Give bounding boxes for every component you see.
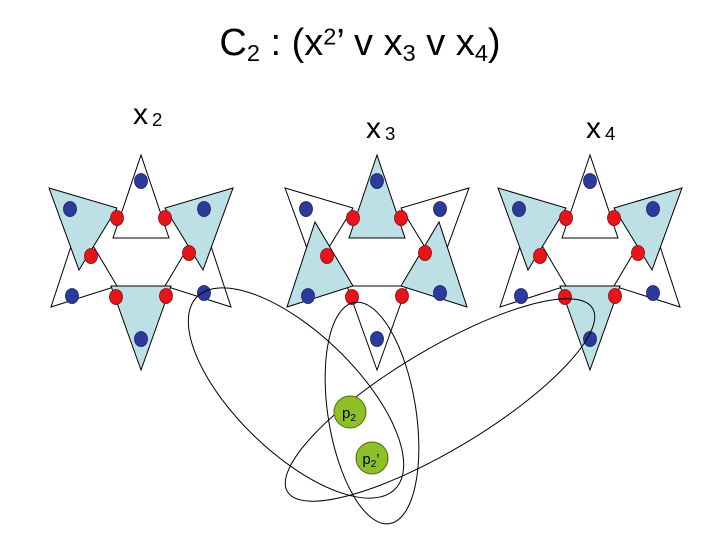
variable-node xyxy=(370,331,384,347)
literal-node xyxy=(533,248,547,264)
variable-node xyxy=(63,201,77,217)
literal-node xyxy=(84,248,98,264)
variable-node xyxy=(370,173,384,189)
literal-node xyxy=(607,210,621,226)
literal-node xyxy=(159,288,173,304)
literal-node xyxy=(345,289,359,305)
variable-node xyxy=(646,201,660,217)
variable-node xyxy=(583,173,597,189)
variable-node xyxy=(301,288,315,304)
variable-node xyxy=(197,285,211,301)
gadget-triangle xyxy=(112,153,170,239)
variable-node xyxy=(65,288,79,304)
literal-node xyxy=(182,245,196,261)
gadget-triangle xyxy=(348,153,406,239)
literal-node xyxy=(631,245,645,261)
literal-node xyxy=(395,288,409,304)
gadget-triangle xyxy=(559,285,621,372)
clause-node-label: p2 xyxy=(342,405,356,424)
gadget-triangle xyxy=(286,220,354,308)
literal-node xyxy=(158,210,172,226)
literal-node xyxy=(110,210,124,226)
literal-node xyxy=(559,210,573,226)
gadget-triangle xyxy=(497,187,567,272)
variable-node xyxy=(134,331,148,347)
gadget-triangle xyxy=(164,187,234,272)
literal-node xyxy=(558,289,572,305)
literal-node xyxy=(608,288,622,304)
clause-node-label: p2’ xyxy=(362,451,379,470)
gadget-triangle xyxy=(613,187,683,272)
gadget-triangle xyxy=(110,285,172,372)
variable-node xyxy=(514,288,528,304)
variable-node xyxy=(197,201,211,217)
variable-node xyxy=(299,201,313,217)
literal-node xyxy=(346,210,360,226)
clause-loop-left xyxy=(187,287,405,499)
gadget-triangle xyxy=(48,187,118,272)
literal-node xyxy=(109,289,123,305)
clause-title: C2 : (x2’ v x3 v x4) xyxy=(219,22,501,66)
gadget-triangle xyxy=(561,153,619,239)
variable-node xyxy=(134,173,148,189)
variable-node xyxy=(583,331,597,347)
clause-node xyxy=(333,395,367,429)
literal-node xyxy=(320,248,334,264)
variable-node xyxy=(512,201,526,217)
variable-node xyxy=(433,201,447,217)
gadget-triangle xyxy=(50,220,118,308)
variable-node xyxy=(646,285,660,301)
literal-node xyxy=(394,210,408,226)
gadget-triangle xyxy=(346,285,408,372)
variable-node xyxy=(433,285,447,301)
clause-node xyxy=(355,441,389,475)
gadget-triangle xyxy=(499,220,567,308)
literal-node xyxy=(418,245,432,261)
clause-loop-right xyxy=(284,298,596,502)
